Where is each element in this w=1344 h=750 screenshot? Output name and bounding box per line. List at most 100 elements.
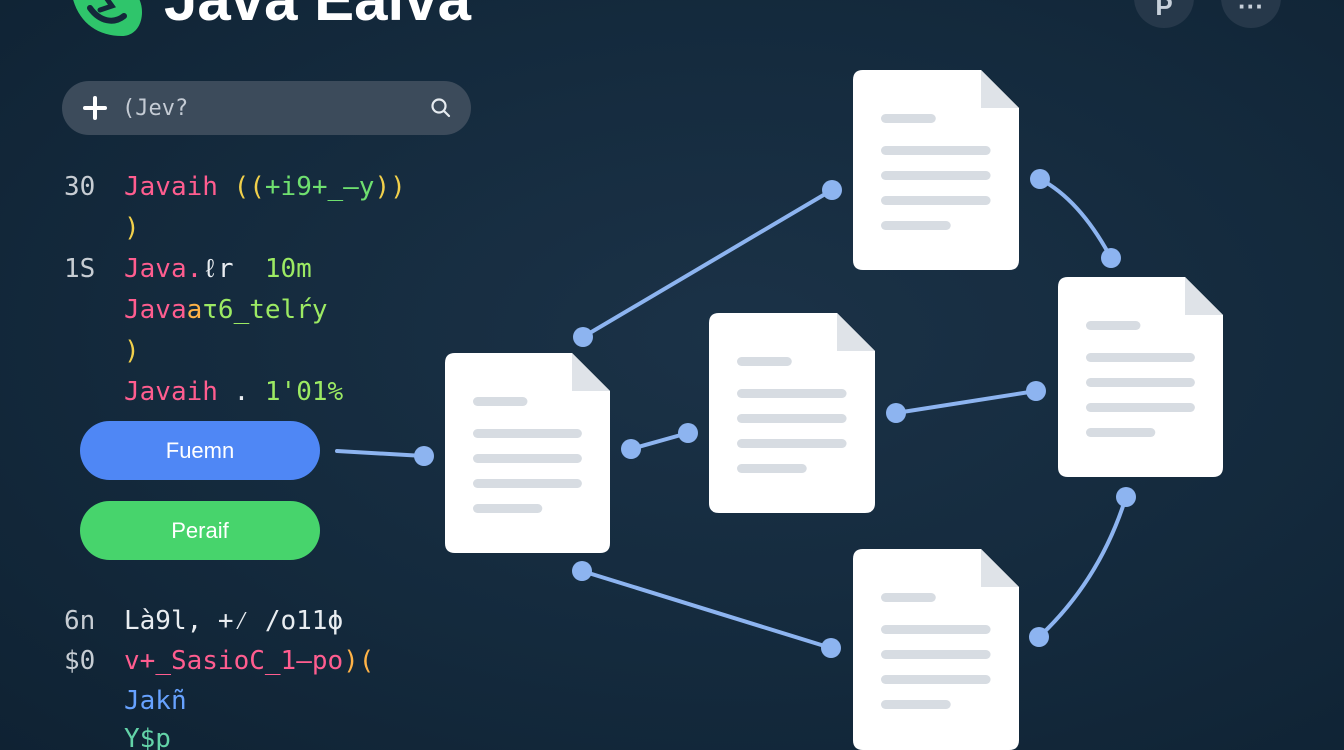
- code-token: Y$p: [124, 724, 171, 750]
- text-line: [881, 675, 991, 684]
- page-fold: [1185, 277, 1223, 315]
- connector-line: [894, 389, 1038, 415]
- text-line: [737, 389, 847, 398]
- connector-node: [1101, 248, 1121, 268]
- text-line: [473, 397, 528, 406]
- line-number: 30: [64, 172, 96, 202]
- document-card-top: [853, 70, 1019, 270]
- text-line: [881, 196, 991, 205]
- text-line: [881, 171, 991, 180]
- code-token: Java: [124, 295, 187, 325]
- code-line: ): [64, 213, 140, 243]
- connector-center-to-right: [886, 381, 1046, 423]
- java-leaf-logo-icon: [73, 0, 142, 36]
- text-line: [881, 625, 991, 634]
- code-token: )): [374, 172, 406, 202]
- page-fold: [981, 70, 1019, 108]
- page-fold: [981, 549, 1019, 587]
- connector-left-to-bottom: [572, 561, 841, 658]
- line-number: 6n: [64, 606, 96, 636]
- connector-line: [335, 449, 426, 458]
- code-line: Y$p: [64, 724, 171, 750]
- code-token: +i9+_–y: [264, 172, 375, 202]
- connector-top-to-right: [1030, 169, 1121, 268]
- line-number: $0: [64, 646, 96, 676]
- code-token: 10m: [264, 254, 312, 284]
- code-token: ℓr: [202, 254, 265, 284]
- text-line: [1086, 403, 1195, 412]
- connector-node: [822, 180, 842, 200]
- app-title: Java Eaiva: [164, 0, 471, 36]
- connector-node: [1029, 627, 1049, 647]
- text-line: [881, 146, 991, 155]
- text-line: [737, 357, 792, 366]
- text-line: [737, 464, 807, 473]
- page-fold: [572, 353, 610, 391]
- code-line: 30 Javaih ((+i9+_–y)): [64, 172, 406, 202]
- connector-node: [1116, 487, 1136, 507]
- connector-node: [678, 423, 698, 443]
- document-card-right: [1058, 277, 1223, 477]
- code-token: Là9l, +⁄ /ο11ϕ: [124, 606, 344, 636]
- code-token: ): [124, 336, 140, 366]
- text-line: [737, 414, 847, 423]
- document-card-center: [709, 313, 875, 513]
- connector-left-to-center: [621, 423, 698, 459]
- line-number: 1S: [64, 254, 96, 284]
- text-line: [881, 700, 951, 709]
- code-line: Jakñ: [64, 686, 187, 716]
- code-token: Javaih: [124, 377, 218, 407]
- code-token: Java.: [124, 254, 203, 284]
- code-line: ): [64, 336, 140, 366]
- connector-node: [573, 327, 593, 347]
- text-line: [1086, 378, 1195, 387]
- code-token: ): [124, 213, 140, 243]
- code-token: 1'01%: [264, 377, 344, 407]
- code-token: a: [186, 295, 203, 325]
- connector-left-to-top: [573, 180, 842, 347]
- text-line: [1086, 353, 1195, 362]
- connector-node: [572, 561, 592, 581]
- code-token: ((: [233, 172, 265, 202]
- text-line: [1086, 321, 1141, 330]
- text-line: [881, 221, 951, 230]
- secondary-action-button[interactable]: Peraif: [80, 501, 320, 560]
- connectors: [335, 169, 1136, 658]
- code-token: τ6_telŕy: [202, 295, 328, 325]
- code-line: Javaih . 1'01%: [64, 377, 343, 407]
- connector-node: [621, 439, 641, 459]
- connector-line: [581, 188, 834, 339]
- connector-node: [1030, 169, 1050, 189]
- plus-icon[interactable]: [82, 95, 108, 121]
- code-line: $0 v+_SasioC_1–po)(: [64, 646, 374, 676]
- connector-node: [821, 638, 841, 658]
- text-line: [881, 593, 936, 602]
- search-icon[interactable]: [429, 96, 453, 120]
- connector-node: [414, 446, 434, 466]
- code-line: 6n Là9l, +⁄ /ο11ϕ: [64, 606, 343, 636]
- code-token: Javaih: [124, 172, 234, 202]
- connector-line: [1037, 495, 1128, 639]
- search-input[interactable]: [120, 94, 429, 122]
- page-fold: [837, 313, 875, 351]
- documents: [445, 70, 1223, 750]
- code-token: .: [217, 377, 265, 407]
- connector-button-to-left-doc: [335, 446, 434, 466]
- document-card-left: [445, 353, 610, 553]
- code-token: Jakñ: [124, 686, 187, 716]
- code-line: Javaaτ6_telŕy: [64, 295, 328, 325]
- connector-bottom-to-right: [1029, 487, 1136, 647]
- text-line: [473, 479, 582, 488]
- connector-line: [580, 569, 833, 650]
- code-token: _SasioC_1–po: [155, 646, 344, 676]
- search-bar[interactable]: [62, 81, 471, 135]
- primary-action-button[interactable]: Fuemn: [80, 421, 320, 480]
- code-token: v+: [124, 646, 156, 676]
- text-line: [881, 114, 936, 123]
- connector-node: [886, 403, 906, 423]
- text-line: [1086, 428, 1156, 437]
- code-token: )(: [343, 646, 375, 676]
- code-line: 1S Java.ℓr 10m: [64, 254, 312, 284]
- text-line: [473, 454, 582, 463]
